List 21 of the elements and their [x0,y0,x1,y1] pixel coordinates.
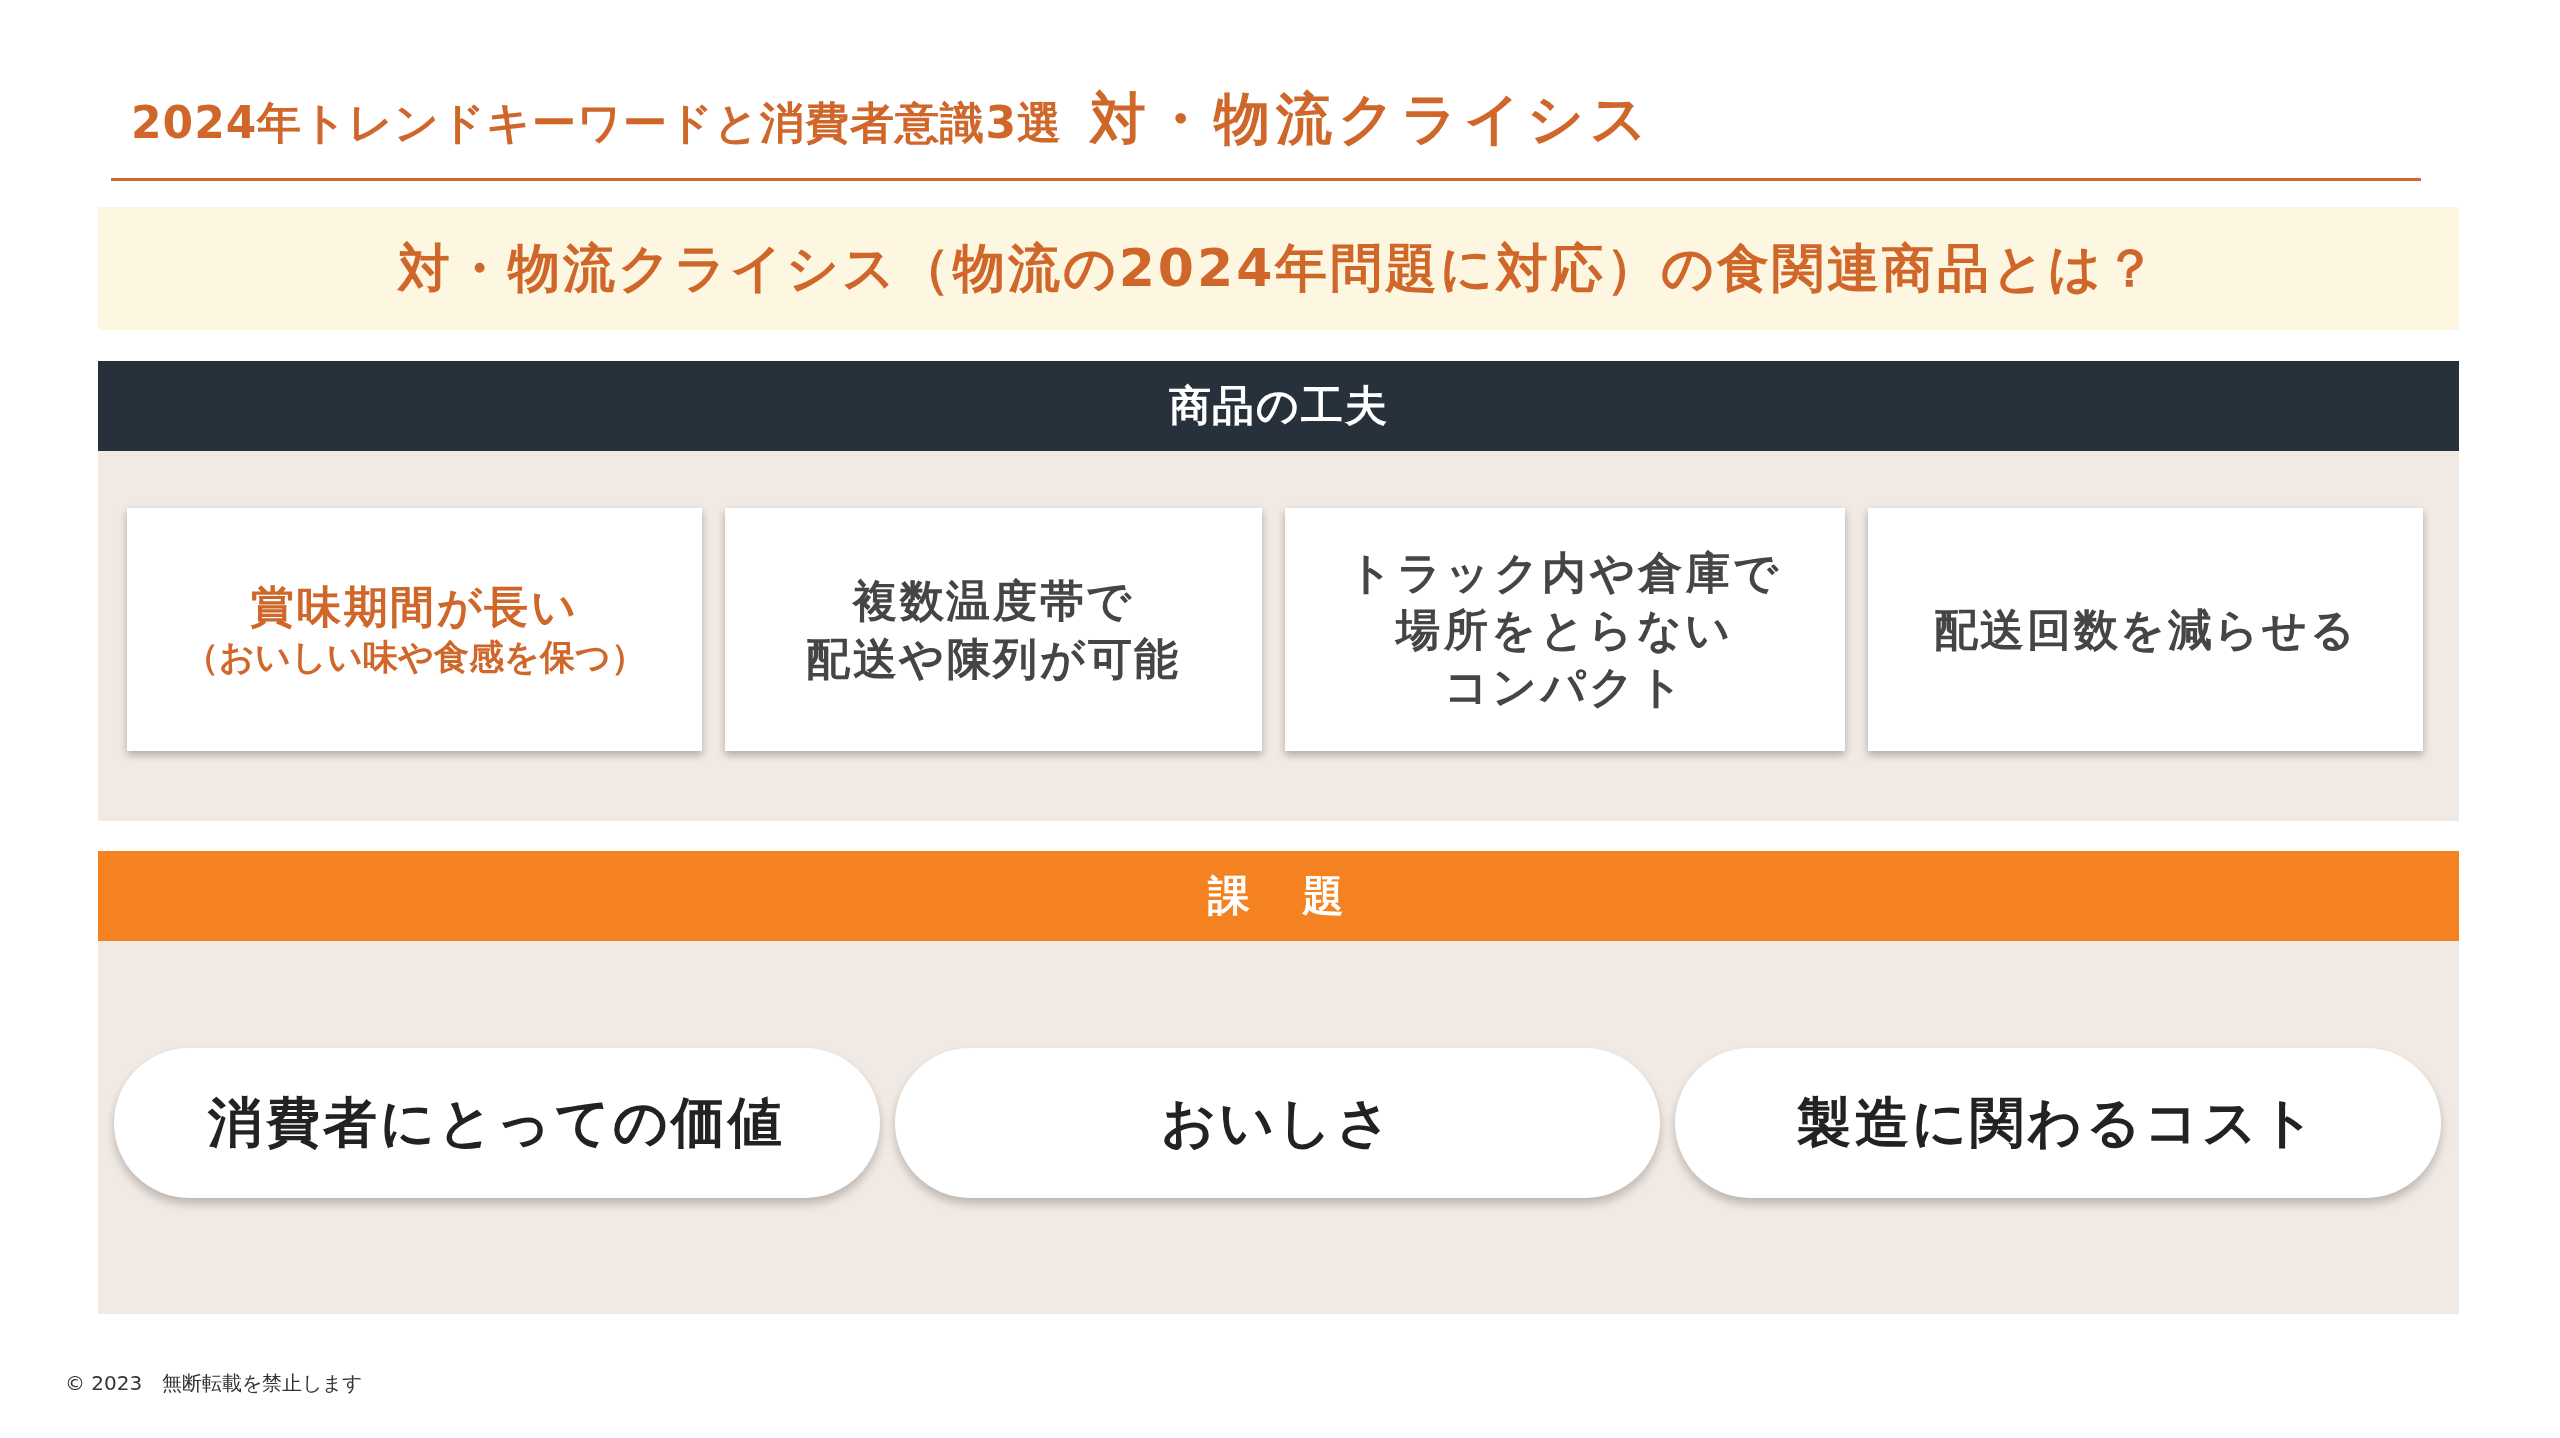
feature-card [127,508,702,751]
card-text: トラック内や倉庫で場所をとらないコンパクト [1347,545,1783,715]
card-text: 賞味期間が長い [250,580,579,635]
section-header: 課 題 [98,851,2459,941]
pill-text: 製造に関わるコスト [1797,1089,2319,1156]
copyright-note: © 2023 無断転載を禁止します [65,1370,363,1397]
title-emphasis: 対・物流クライシス [1090,85,1654,153]
pill-text: 消費者にとっての価値 [208,1089,786,1156]
feature-card [1285,508,1845,751]
feature-card [1868,508,2423,751]
card-subtext: （おいしい味や食感を保つ） [183,636,646,680]
banner-text: 対・物流クライシス（物流の2024年問題に対応）の食関連商品とは？ [397,236,2160,300]
feature-card [725,508,1262,751]
section-header: 商品の工夫 [98,361,2459,451]
question-banner [98,207,2459,330]
pill-text: おいしさ [1161,1089,1394,1156]
title: 2024年トレンドキーワードと消費者意識3選 [131,96,1063,150]
section-panel [98,361,2459,821]
card-text: 複数温度帯で配送や陳列が可能 [804,574,1183,686]
card-text: 配送回数を減らせる [1933,602,2358,657]
section-panel [98,851,2459,1314]
